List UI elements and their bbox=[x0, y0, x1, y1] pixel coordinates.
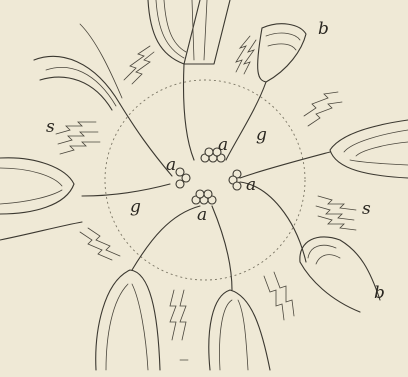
tentacle-bundle-bottom bbox=[96, 270, 270, 370]
tentacle-bundle-top-left bbox=[34, 24, 122, 110]
label-s-left: s bbox=[46, 117, 55, 137]
tentacle-bundle-top bbox=[148, 0, 230, 64]
cell-cluster-left bbox=[176, 168, 190, 188]
serrated-structure-right bbox=[316, 196, 356, 230]
label-a-bottom: a bbox=[197, 205, 207, 225]
label-a-top: a bbox=[218, 135, 228, 155]
label-a-left: a bbox=[166, 155, 176, 175]
tentacle-bundle-left bbox=[0, 158, 82, 240]
label-g-left: g bbox=[130, 197, 141, 217]
radial-canals bbox=[82, 64, 330, 290]
serrated-structure-top-left bbox=[124, 46, 154, 84]
label-b-top: b bbox=[318, 19, 329, 39]
central-dashed-circle bbox=[105, 80, 305, 280]
cell-cluster-bottom bbox=[192, 190, 216, 204]
label-b-bottom: b bbox=[374, 283, 385, 303]
cell-cluster-right bbox=[229, 170, 241, 190]
tentacle-bundle-right bbox=[330, 120, 408, 178]
serrated-structure-left bbox=[56, 122, 100, 154]
tentacle-bundle-top-right bbox=[258, 24, 306, 82]
label-a-right: a bbox=[246, 175, 256, 195]
serrated-structure-bottom-left bbox=[80, 228, 120, 260]
label-g-right: g bbox=[256, 125, 267, 145]
tentacle-bundle-bottom-right bbox=[300, 237, 380, 312]
label-s-right: s bbox=[362, 199, 371, 219]
